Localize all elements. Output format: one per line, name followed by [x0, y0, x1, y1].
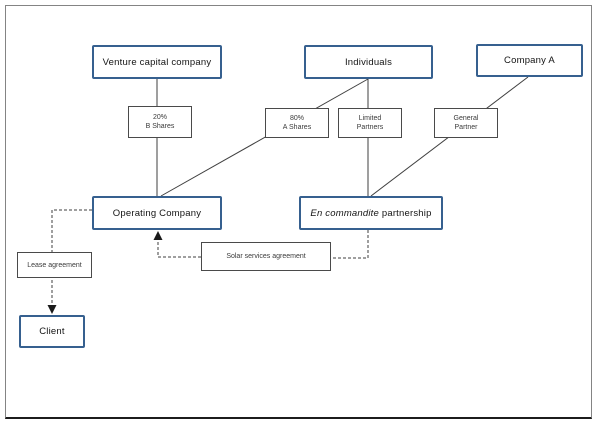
entity-label-italic-part: En commandite	[310, 207, 380, 219]
entity-operating-company: Operating Company	[92, 196, 222, 230]
label-b-shares: 20% B Shares	[128, 106, 192, 138]
entity-venture-capital-company: Venture capital company	[92, 45, 222, 79]
arrowhead-to-client	[47, 305, 57, 314]
label-line1: 80%	[289, 115, 304, 122]
arrowhead-to-operating	[153, 231, 163, 240]
label-solar-services-agreement: Solar services agreement	[201, 242, 331, 271]
entity-label-rest-part: partnership	[379, 207, 432, 219]
entity-label: En commandite partnership	[310, 208, 431, 219]
label-line1: Limited	[358, 115, 382, 122]
label-limited-partners: Limited Partners	[338, 108, 402, 138]
entity-label: Operating Company	[112, 207, 202, 219]
dashed-solar-to-operating	[157, 236, 201, 258]
line-individuals-to-operating	[160, 78, 369, 197]
entity-label: Client	[39, 326, 65, 337]
entity-label: Individuals	[344, 56, 393, 68]
label-line2: Partners	[356, 124, 384, 131]
label-text: Solar services agreement	[226, 253, 306, 260]
label-text: Lease agreement	[27, 261, 82, 269]
label-a-shares: 80% A Shares	[265, 108, 329, 138]
entity-company-a: Company A	[476, 44, 583, 77]
dashed-partnership-to-solar	[331, 230, 369, 259]
entity-label: Company A	[504, 55, 555, 66]
label-line2: Partner	[454, 124, 478, 131]
label-lease-agreement: Lease agreement	[17, 252, 92, 278]
entity-client: Client	[19, 315, 85, 348]
label-general-partner: General Partner	[434, 108, 498, 138]
entity-label: Venture capital company	[102, 56, 212, 68]
label-line2: A Shares	[282, 124, 312, 131]
entity-en-commandite-partnership: En commandite partnership	[299, 196, 443, 230]
label-line2: B Shares	[145, 123, 175, 130]
label-line1: 20%	[152, 114, 167, 121]
entity-individuals: Individuals	[304, 45, 433, 79]
label-line1: General	[453, 115, 479, 122]
